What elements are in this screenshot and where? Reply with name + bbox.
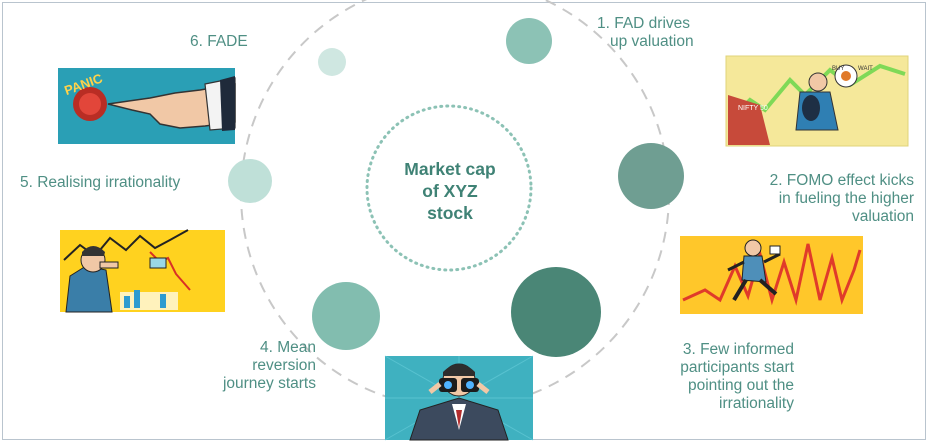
step-3-bubble xyxy=(511,267,601,357)
wait-tag: WAIT xyxy=(858,66,873,72)
step-4-bubble xyxy=(312,282,380,350)
step-4-line: 4. Mean xyxy=(259,339,316,356)
step-4-line: reversion xyxy=(252,357,316,374)
running-man-illustration xyxy=(680,236,863,314)
fomo-binoculars-illustration: NIFTY 50 BUY WAIT xyxy=(725,55,909,147)
center-title-line: stock xyxy=(427,203,473,223)
binocular-businessman-illustration xyxy=(384,355,534,441)
step-6-bubble xyxy=(318,48,346,76)
step-3-line: pointing out the xyxy=(687,377,794,394)
nifty-tag: NIFTY 50 xyxy=(738,105,768,112)
step-1-line: up valuation xyxy=(610,33,694,50)
center-title-line: of XYZ xyxy=(422,181,478,201)
step-1-label: 1. FAD drives up valuation xyxy=(597,15,694,51)
center-title: Market cap of XYZ stock xyxy=(385,158,515,224)
center-ring xyxy=(365,104,533,272)
buy-tag: BUY xyxy=(832,66,844,72)
step-4-line: journey starts xyxy=(222,375,316,392)
step-2-bubble xyxy=(618,143,684,209)
step-2-line: 2. FOMO effect kicks xyxy=(769,172,914,189)
center-title-line: Market cap xyxy=(404,159,496,179)
step-5-line: 5. Realising irrationality xyxy=(20,174,181,191)
step-3-line: 3. Few informed xyxy=(682,341,794,358)
step-1-line: 1. FAD drives xyxy=(597,15,691,32)
step-3-label: 3. Few informed participants start point… xyxy=(614,341,794,413)
step-4-label: 4. Mean reversion journey starts xyxy=(196,339,316,393)
step-3-line: irrationality xyxy=(719,395,794,412)
step-5-bubble xyxy=(228,159,272,203)
step-2-label: 2. FOMO effect kicks in fueling the high… xyxy=(718,172,914,226)
worried-investor-illustration xyxy=(60,229,225,313)
step-2-line: valuation xyxy=(851,208,914,225)
step-3-line: participants start xyxy=(680,359,794,376)
panic-button-illustration: PANIC xyxy=(58,68,236,144)
step-6-label: 6. FADE xyxy=(190,33,248,51)
step-6-line: 6. FADE xyxy=(190,33,248,50)
step-5-label: 5. Realising irrationality xyxy=(20,174,180,192)
step-2-line: in fueling the higher xyxy=(778,190,914,207)
step-1-bubble xyxy=(506,18,552,64)
